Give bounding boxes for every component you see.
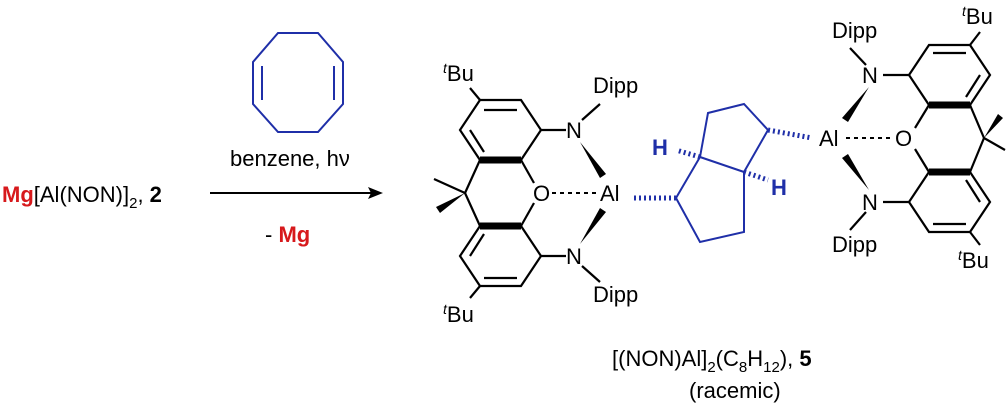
bridgehead-h-right: H xyxy=(771,175,787,200)
byproduct-label: - Mg xyxy=(265,222,310,247)
bridgehead-h-left: H xyxy=(652,135,668,160)
left-tbu-top: tBu xyxy=(443,60,474,86)
right-non-ligand xyxy=(842,31,1006,246)
bicyclooctane-core xyxy=(632,102,813,244)
right-n-bottom: N xyxy=(862,190,878,215)
right-o: O xyxy=(895,126,912,151)
cyclooctadiene-structure xyxy=(252,32,344,133)
left-n-bottom: N xyxy=(566,244,582,269)
right-tbu-bottom: tBu xyxy=(958,247,989,273)
reactant-label: Mg[Al(NON)]2, 2 xyxy=(2,182,162,212)
left-non-ligand xyxy=(433,87,606,299)
left-al: Al xyxy=(600,181,620,206)
right-dipp-top: Dipp xyxy=(832,18,877,43)
right-al: Al xyxy=(819,126,839,151)
product-note: (racemic) xyxy=(689,378,781,403)
conditions-label: benzene, hν xyxy=(230,146,350,171)
left-o: O xyxy=(533,181,550,206)
right-tbu-top: tBu xyxy=(962,3,993,29)
left-n-top: N xyxy=(566,118,582,143)
left-dipp-top: Dipp xyxy=(593,73,638,98)
left-tbu-bottom: tBu xyxy=(443,301,474,327)
right-dipp-bottom: Dipp xyxy=(832,232,877,257)
reaction-arrow xyxy=(210,187,383,199)
left-dipp-bottom: Dipp xyxy=(593,282,638,307)
product-label: [(NON)Al]2(C8H12), 5 xyxy=(612,346,812,376)
right-n-top: N xyxy=(862,63,878,88)
